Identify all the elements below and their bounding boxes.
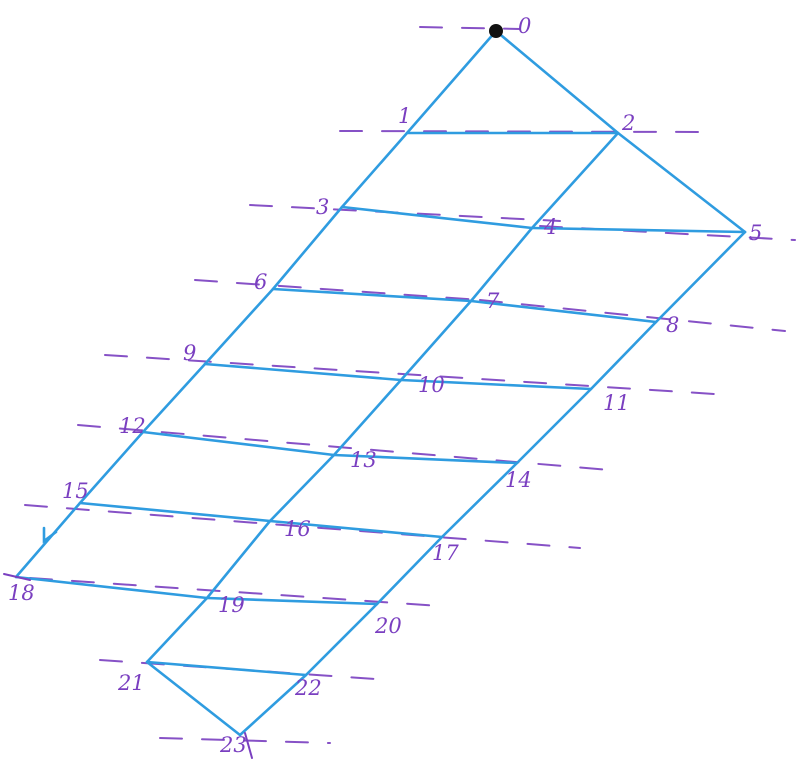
level-line-1 <box>339 130 701 133</box>
edge-8-11 <box>589 320 658 391</box>
node-label-3: 3 <box>316 195 329 219</box>
edge-17-20 <box>375 535 444 606</box>
node-label-19: 19 <box>218 593 245 617</box>
edge-2-4 <box>530 131 620 230</box>
edge-12-13 <box>141 430 336 457</box>
edge-4-5 <box>530 226 747 234</box>
node-label-8: 8 <box>666 313 679 337</box>
node-label-15: 15 <box>62 479 89 503</box>
node-label-23: 23 <box>219 733 247 757</box>
edge-15-18 <box>14 501 82 579</box>
node-label-9: 9 <box>183 341 196 365</box>
edge-3-6 <box>271 205 344 291</box>
edge-9-10 <box>203 362 403 382</box>
edge-2-5 <box>616 131 747 234</box>
edge-12-15 <box>78 430 145 505</box>
edge-13-16 <box>268 453 336 523</box>
node-label-17: 17 <box>432 541 459 565</box>
level-line-11 <box>159 737 331 744</box>
edge-22-23 <box>238 673 308 737</box>
lattice-edges <box>14 29 747 737</box>
node-label-2: 2 <box>621 111 635 135</box>
level-line-5 <box>479 299 786 332</box>
edge-13-14 <box>332 453 519 465</box>
node-label-21: 21 <box>117 671 145 695</box>
level-line-9 <box>29 577 441 607</box>
edge-11-14 <box>515 387 593 465</box>
node-label-7: 7 <box>486 289 500 313</box>
arrowhead-icon <box>42 526 58 544</box>
node-label-12: 12 <box>119 414 146 438</box>
edge-4-7 <box>469 226 534 303</box>
node-label-1: 1 <box>398 104 411 128</box>
edge-7-8 <box>469 299 658 324</box>
edge-9-12 <box>141 362 207 434</box>
edge-16-19 <box>205 519 272 600</box>
edge-6-7 <box>271 287 473 303</box>
edge-18-19 <box>14 575 209 600</box>
node-label-13: 13 <box>350 448 377 472</box>
edge-0-2 <box>494 29 620 135</box>
edge-16-17 <box>268 519 444 539</box>
level-line-0 <box>419 26 521 30</box>
node-label-5: 5 <box>749 221 762 245</box>
edge-7-10 <box>399 299 473 382</box>
node-label-10: 10 <box>418 373 445 397</box>
tick-23 <box>244 732 253 759</box>
edge-20-22 <box>304 602 379 677</box>
node-label-14: 14 <box>505 468 532 492</box>
node-label-16: 16 <box>284 517 311 541</box>
edge-21-23 <box>145 660 242 737</box>
level-line-7 <box>77 424 611 471</box>
edge-3-4 <box>340 205 534 230</box>
node-label-20: 20 <box>374 614 402 638</box>
level-line-8 <box>24 504 581 549</box>
edge-21-22 <box>145 660 308 677</box>
node-label-11: 11 <box>603 391 630 415</box>
root-node-dot <box>489 24 503 38</box>
edge-6-9 <box>203 287 275 366</box>
level-line-4 <box>194 279 481 301</box>
node-ticks <box>3 573 253 759</box>
node-label-6: 6 <box>254 270 267 294</box>
level-line-6 <box>104 354 731 396</box>
edge-5-8 <box>654 230 747 324</box>
edge-19-20 <box>205 596 379 606</box>
tick-18 <box>3 573 31 581</box>
edge-0-1 <box>405 29 498 135</box>
level-line-2 <box>249 204 561 222</box>
node-label-18: 18 <box>8 581 35 605</box>
node-label-0: 0 <box>518 14 531 38</box>
edge-14-17 <box>440 461 519 539</box>
edge-1-3 <box>340 131 409 209</box>
edge-10-13 <box>332 378 403 457</box>
node-label-4: 4 <box>543 215 557 239</box>
dashed-level-lines <box>24 26 796 744</box>
edge-15-16 <box>78 501 272 523</box>
edge-19-21 <box>145 596 209 664</box>
node-label-22: 22 <box>294 676 322 700</box>
edge-10-11 <box>399 378 593 391</box>
